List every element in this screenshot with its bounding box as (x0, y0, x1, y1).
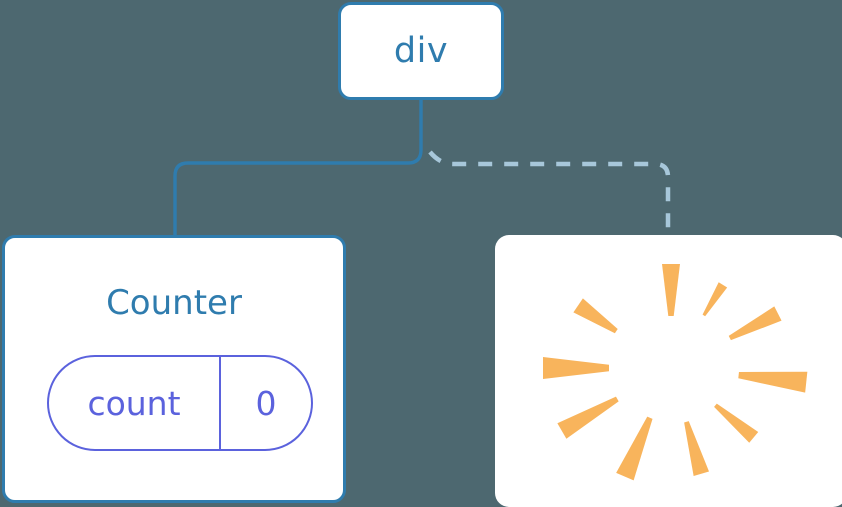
node-counter-label: Counter (106, 283, 242, 323)
node-div-label: div (393, 30, 449, 71)
burst-ray-7 (557, 396, 619, 439)
state-badge-count[interactable]: count 0 (47, 355, 313, 451)
node-burst[interactable] (495, 235, 842, 507)
state-badge-value: 0 (221, 357, 311, 449)
burst-ray-2 (728, 306, 782, 341)
node-div[interactable]: div (338, 2, 504, 100)
burst-ray-4 (714, 403, 759, 443)
burst-ray-5 (684, 421, 710, 476)
burst-ray-1 (702, 282, 728, 317)
burst-ray-8 (543, 357, 609, 379)
connector-to-burst (428, 150, 671, 236)
burst-ray-0 (662, 264, 680, 316)
burst-ray-3 (738, 371, 808, 393)
state-badge-value-label: 0 (255, 383, 277, 423)
state-badge-key-label: count (87, 383, 181, 423)
burst-ray-9 (573, 298, 618, 334)
burst-ray-6 (616, 416, 653, 481)
node-counter[interactable]: Counter count 0 (2, 235, 346, 503)
connector-to-counter (173, 138, 423, 238)
state-badge-key: count (49, 357, 221, 449)
sparkle-burst-icon (543, 264, 808, 481)
